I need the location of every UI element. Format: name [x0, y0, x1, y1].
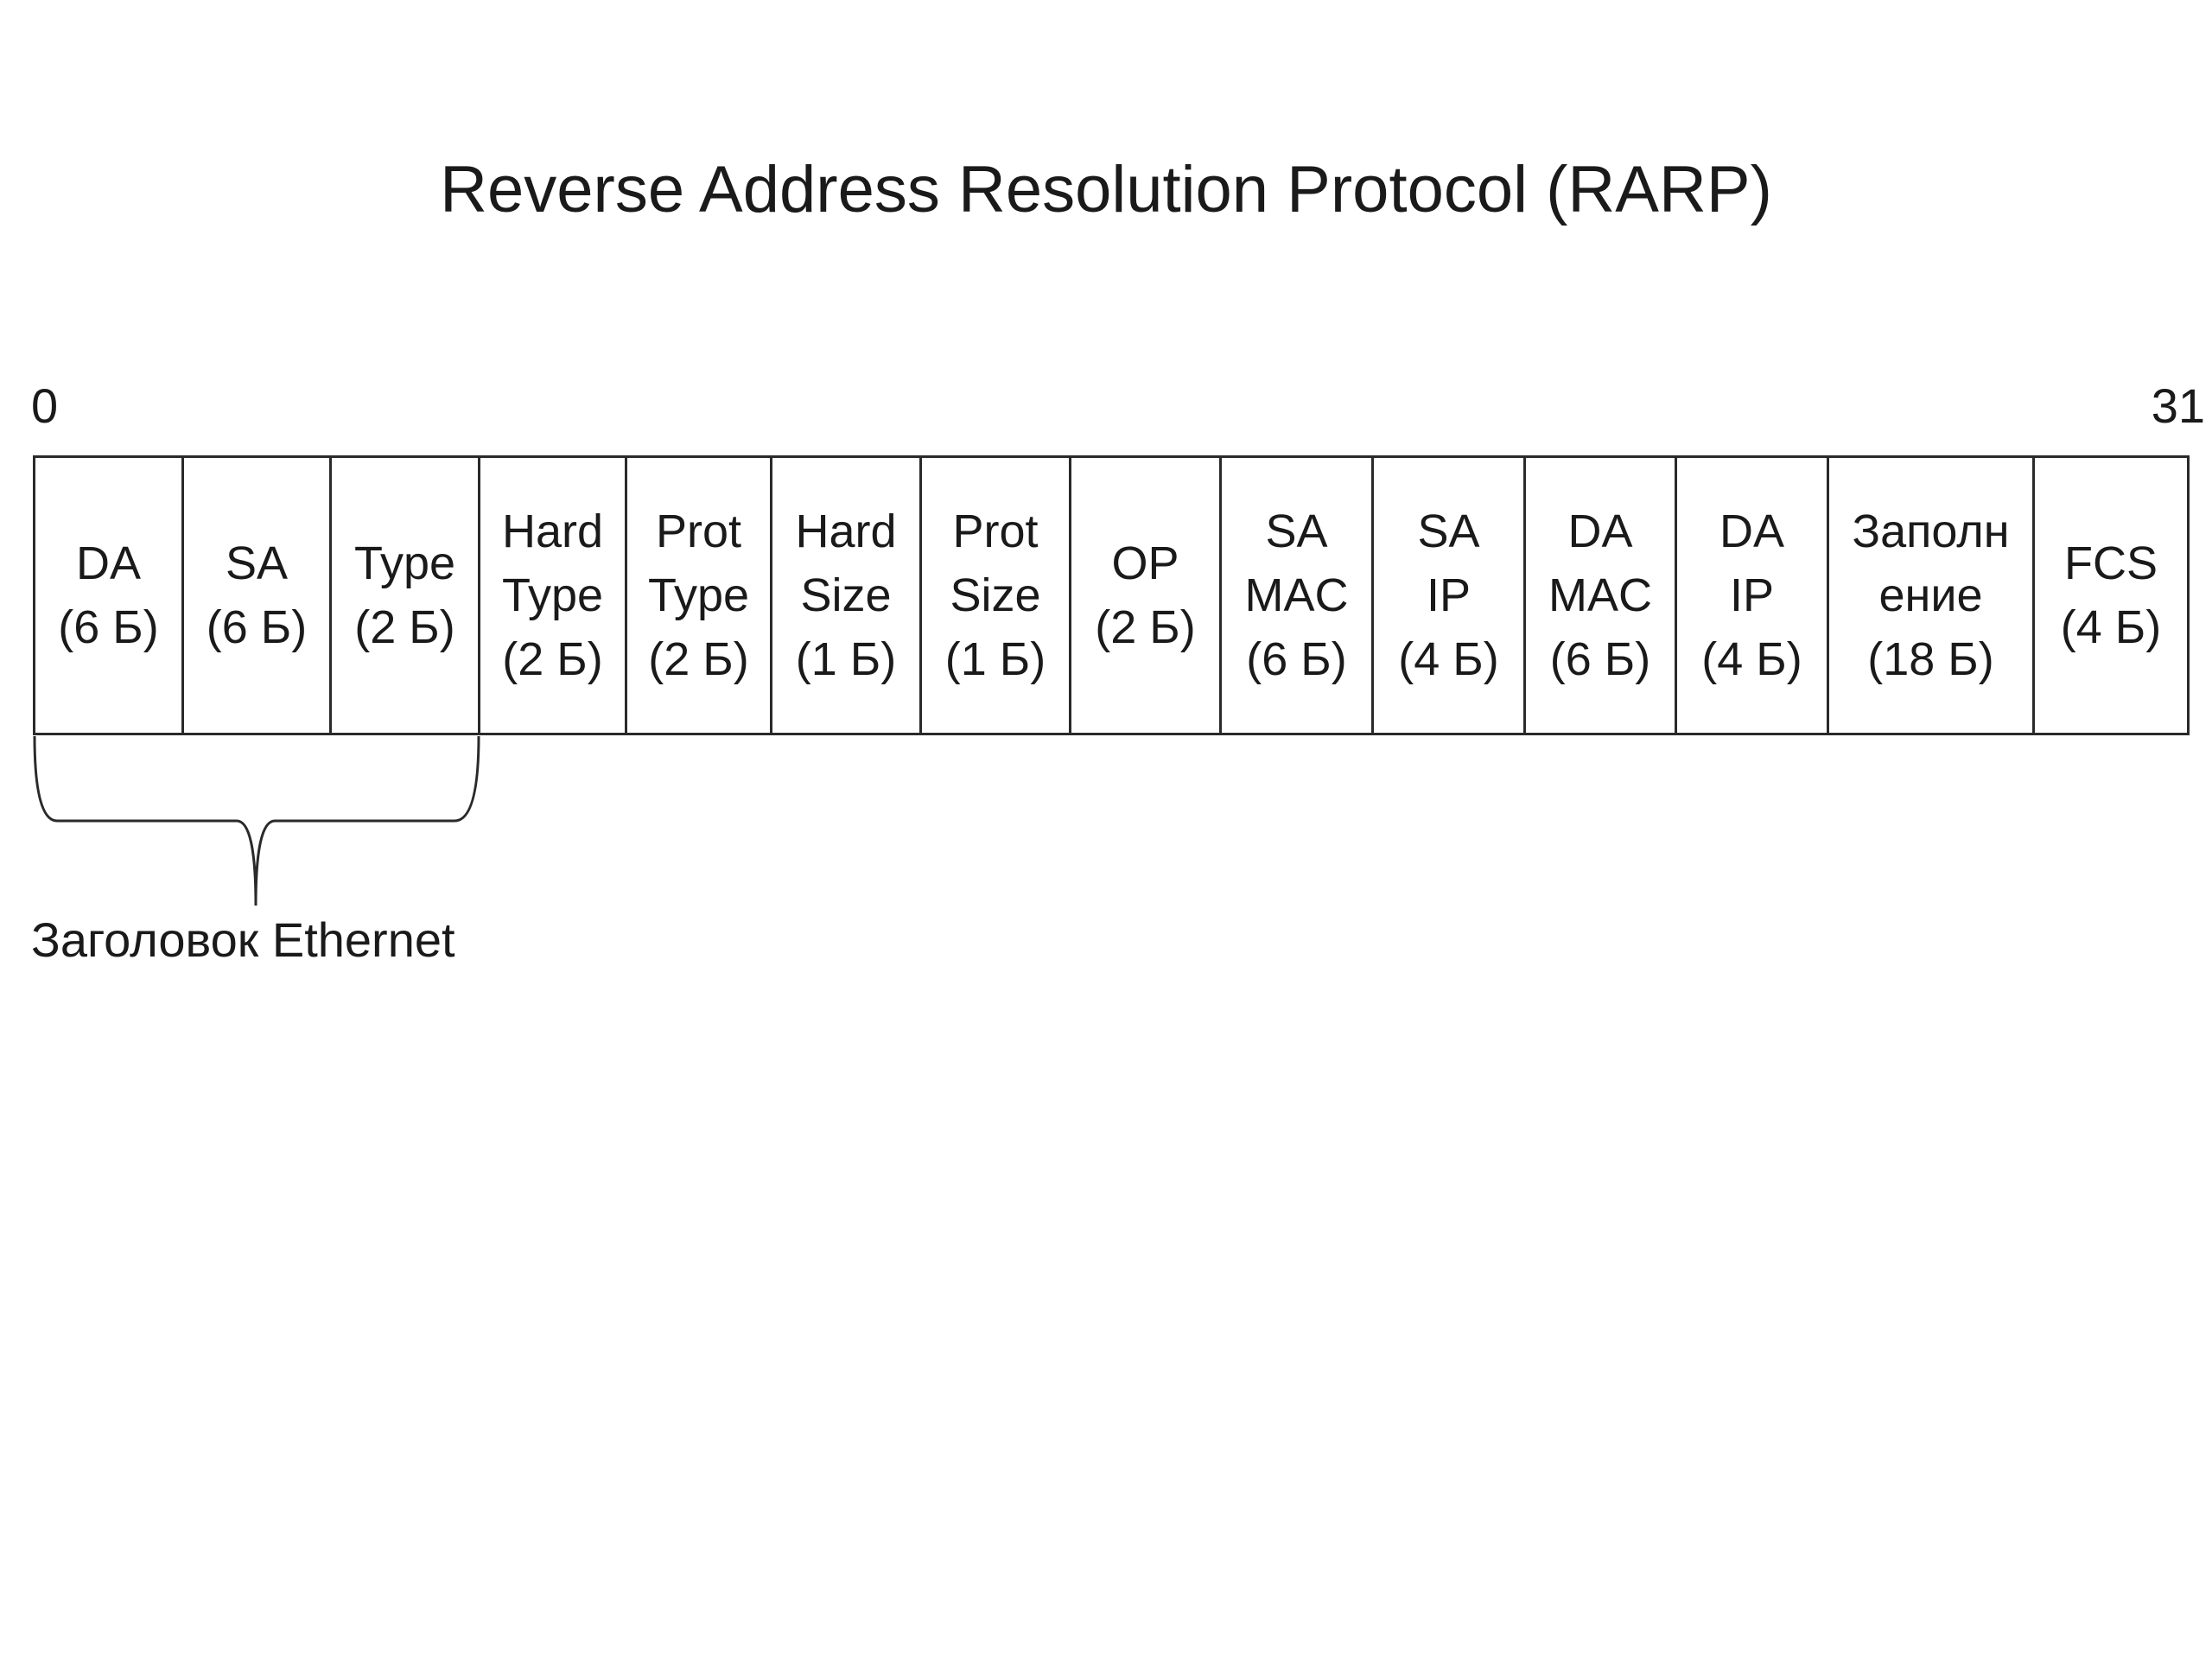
field-op-name-line: OP	[1111, 537, 1179, 589]
field-sa-ip-size: (4 Б)	[1398, 633, 1499, 685]
field-prot-type-size: (2 Б)	[648, 633, 749, 685]
field-sa-ip: SA IP (4 Б)	[1374, 458, 1526, 733]
field-type-size: (2 Б)	[354, 601, 455, 653]
field-hard-type-name-line: Hard	[501, 505, 604, 557]
field-hard-type-size: (2 Б)	[502, 633, 603, 685]
field-da-ip-name-line: DA	[1719, 505, 1784, 557]
field-sa-ip-name-line: SA	[1417, 505, 1480, 557]
field-op-size: (2 Б)	[1095, 601, 1196, 653]
field-sa-mac-name-line: SA	[1265, 505, 1328, 557]
field-sa-size: (6 Б)	[206, 601, 308, 653]
field-sa-mac: SA MAC (6 Б)	[1222, 458, 1374, 733]
field-padding-name-line: Заполн	[1852, 505, 2010, 557]
bit-index-start: 0	[31, 378, 59, 433]
ethernet-header-label: Заголовок Ethernet	[31, 912, 455, 967]
field-sa-name-line: SA	[225, 537, 289, 589]
field-padding: Заполн ение (18 Б)	[1829, 458, 2035, 733]
field-da-mac-name-line: MAC	[1548, 569, 1652, 621]
field-prot-size-name-line: Size	[950, 569, 1041, 621]
field-prot-size-size: (1 Б)	[944, 633, 1046, 685]
field-type: Type (2 Б)	[332, 458, 480, 733]
field-padding-size: (18 Б)	[1867, 633, 1994, 685]
field-sa-mac-size: (6 Б)	[1246, 633, 1347, 685]
field-hard-size-size: (1 Б)	[795, 633, 897, 685]
field-da-ip: DA IP (4 Б)	[1677, 458, 1829, 733]
field-da-mac-name-line: DA	[1567, 505, 1633, 557]
field-fcs-name-line: FCS	[2064, 537, 2158, 589]
field-hard-size-name-line: Size	[800, 569, 892, 621]
field-hard-type-name-line: Type	[501, 569, 604, 621]
diagram-title: Reverse Address Resolution Protocol (RAR…	[440, 153, 1772, 226]
field-prot-size-name-line: Prot	[952, 505, 1039, 557]
field-prot-type-name-line: Prot	[655, 505, 742, 557]
field-hard-size-name-line: Hard	[795, 505, 897, 557]
field-padding-name-line: ение	[1878, 569, 1983, 621]
field-sa-ip-name-line: IP	[1426, 569, 1471, 621]
field-sa-mac-name-line: MAC	[1244, 569, 1349, 621]
field-da-name-line: DA	[75, 537, 141, 589]
field-fcs-size: (4 Б)	[2060, 601, 2162, 653]
field-da-ip-size: (4 Б)	[1701, 633, 1802, 685]
field-da-size: (6 Б)	[58, 601, 159, 653]
field-prot-type-name-line: Type	[647, 569, 750, 621]
field-da-ip-name-line: IP	[1729, 569, 1775, 621]
field-da-mac: DA MAC (6 Б)	[1526, 458, 1677, 733]
field-da: DA (6 Б)	[35, 458, 184, 733]
field-op: OP (2 Б)	[1071, 458, 1222, 733]
bit-index-end: 31	[2151, 378, 2205, 433]
field-sa: SA (6 Б)	[184, 458, 332, 733]
field-da-mac-size: (6 Б)	[1549, 633, 1651, 685]
field-type-name-line: Type	[353, 537, 456, 589]
field-fcs: FCS (4 Б)	[2035, 458, 2187, 733]
